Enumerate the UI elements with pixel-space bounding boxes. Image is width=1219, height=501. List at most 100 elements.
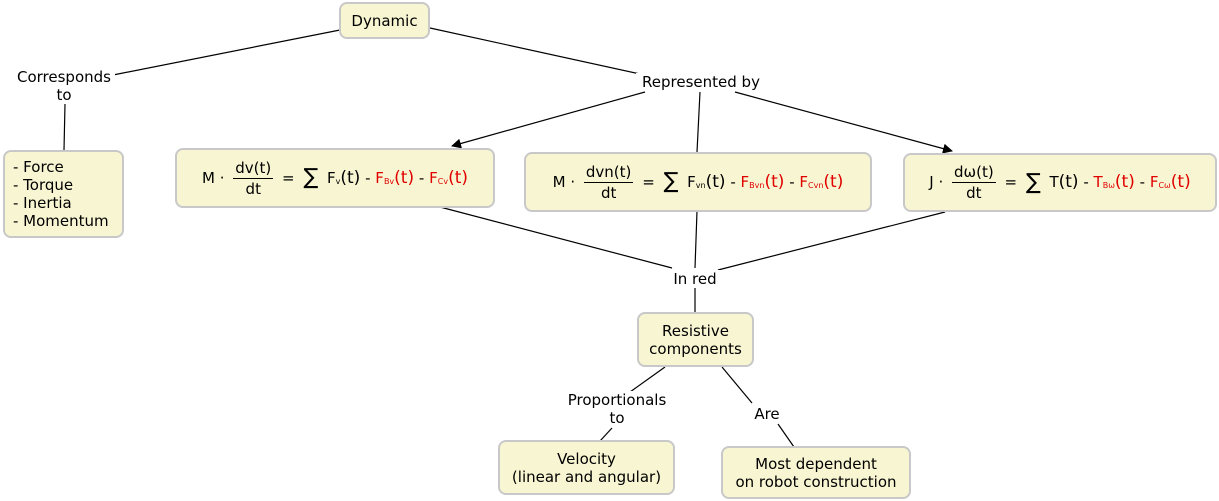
node-velocity-line2: (linear and angular) bbox=[511, 467, 662, 486]
node-resistive-components[interactable]: Resistive components bbox=[637, 312, 754, 367]
node-equation-vn[interactable]: M · dvn(t) dt = ∑ Fvn(t) - FBvn(t) - FCv… bbox=[524, 152, 872, 212]
node-most-dependent[interactable]: Most dependent on robot construction bbox=[721, 446, 911, 499]
edge-resistive-proportionals bbox=[629, 366, 666, 393]
eq1-force: F bbox=[327, 168, 336, 187]
eq3-torque: T bbox=[1049, 173, 1059, 191]
eq1-r2-arg: (t) bbox=[448, 167, 468, 188]
list-item-momentum: - Momentum bbox=[13, 212, 109, 230]
eq1-equals: = bbox=[282, 168, 295, 187]
equation-linear: M · dv(t) dt = ∑ Fv(t) - FBv(t) - FCv(t) bbox=[202, 158, 468, 199]
eq2-r1: F bbox=[740, 172, 750, 191]
eq2-minus2: - bbox=[789, 172, 795, 191]
edge-eq2-inred bbox=[694, 210, 698, 269]
link-label-are: Are bbox=[750, 405, 784, 423]
eq1-lhs: M · bbox=[202, 168, 225, 187]
node-quantities-list[interactable]: - Force - Torque - Inertia - Momentum bbox=[3, 150, 124, 238]
eq2-lhs: M · bbox=[552, 172, 576, 191]
eq3-r2: F bbox=[1149, 173, 1159, 191]
eq3-equals: = bbox=[1004, 173, 1018, 191]
list-item-force: - Force bbox=[13, 158, 64, 176]
eq3-minus2: - bbox=[1139, 173, 1146, 191]
eq1-r2-sub: Cv bbox=[437, 176, 449, 186]
eq1-r2: F bbox=[429, 168, 438, 187]
eq2-equals: = bbox=[642, 172, 655, 191]
edge-represented-eq1 bbox=[451, 91, 646, 149]
node-resistive-line1: Resistive bbox=[662, 321, 729, 340]
edge-proportionals-velocity bbox=[599, 427, 613, 442]
node-velocity[interactable]: Velocity (linear and angular) bbox=[498, 440, 675, 495]
eq2-minus1: - bbox=[730, 172, 736, 191]
edge-dynamic-represented bbox=[429, 27, 641, 75]
eq2-numerator: dvn(t) bbox=[583, 162, 634, 183]
eq3-torque-arg: (t) bbox=[1058, 172, 1079, 192]
edge-dynamic-corresponds bbox=[112, 29, 341, 76]
eq1-resistive1: FBv(t) bbox=[375, 169, 414, 187]
eq3-numerator: dω(t) bbox=[952, 163, 996, 183]
list-item-inertia: - Inertia bbox=[13, 194, 72, 212]
eq2-resistive2: FCvn(t) bbox=[799, 173, 843, 191]
link-label-represented-by: Represented by bbox=[636, 73, 766, 91]
eq2-force: F bbox=[687, 172, 696, 191]
eq3-r2-arg: (t) bbox=[1170, 172, 1191, 192]
list-item-torque: - Torque bbox=[13, 176, 74, 194]
eq1-force-sub: v bbox=[335, 176, 341, 186]
edge-represented-eq2 bbox=[696, 91, 701, 153]
eq3-r1-arg: (t) bbox=[1114, 172, 1135, 192]
node-resistive-line2: components bbox=[649, 339, 742, 358]
eq3-denominator: dt bbox=[966, 184, 982, 202]
edge-eq3-inred bbox=[717, 211, 946, 271]
eq1-r1-arg: (t) bbox=[394, 167, 415, 188]
eq3-r1-sub: Bω bbox=[1102, 181, 1115, 190]
eq3-resistive1: TBω(t) bbox=[1094, 173, 1135, 191]
eq3-r2-sub: Cω bbox=[1158, 181, 1171, 190]
node-dependent-line2: on robot construction bbox=[735, 472, 897, 491]
node-velocity-line1: Velocity bbox=[557, 449, 616, 468]
node-dynamic-label: Dynamic bbox=[351, 11, 418, 30]
eq2-r2-arg: (t) bbox=[823, 171, 844, 192]
equation-angular: J · dω(t) dt = ∑ T(t) - TBω(t) - FCω(t) bbox=[929, 162, 1190, 203]
eq1-minus1: - bbox=[365, 168, 371, 187]
eq1-numerator: dv(t) bbox=[233, 158, 274, 179]
edge-are-dependent bbox=[777, 423, 795, 448]
node-dynamic[interactable]: Dynamic bbox=[339, 2, 430, 39]
node-equation-angular[interactable]: J · dω(t) dt = ∑ T(t) - TBω(t) - FCω(t) bbox=[903, 153, 1217, 212]
eq2-fraction: dvn(t) dt bbox=[583, 162, 634, 203]
eq2-sum-symbol: ∑ bbox=[663, 169, 679, 194]
link-label-proportionals-line1: Proportionals bbox=[567, 391, 667, 409]
eq2-r2-sub: Cvn bbox=[808, 180, 824, 190]
eq2-r1-arg: (t) bbox=[764, 171, 785, 192]
link-label-corresponds: Corresponds to bbox=[13, 68, 115, 104]
eq1-fraction: dv(t) dt bbox=[233, 158, 274, 199]
eq2-force-arg: (t) bbox=[705, 171, 726, 192]
eq1-resistive2: FCv(t) bbox=[429, 169, 468, 187]
eq2-r1-sub: Bvn bbox=[749, 180, 765, 190]
node-dependent-line1: Most dependent bbox=[755, 454, 877, 473]
node-equation-linear[interactable]: M · dv(t) dt = ∑ Fv(t) - FBv(t) - FCv(t) bbox=[175, 148, 495, 208]
edge-eq1-inred bbox=[439, 206, 673, 269]
eq2-resistive1: FBvn(t) bbox=[741, 173, 785, 191]
link-label-in-red: In red bbox=[668, 270, 722, 288]
eq3-sum-symbol: ∑ bbox=[1025, 169, 1041, 195]
eq1-denominator: dt bbox=[245, 179, 261, 198]
edge-corresponds-list bbox=[63, 103, 66, 151]
eq1-r1: F bbox=[375, 168, 384, 187]
eq1-r1-sub: Bv bbox=[383, 176, 395, 186]
edge-resistive-are bbox=[721, 366, 753, 404]
eq1-minus2: - bbox=[418, 168, 425, 187]
eq2-r2: F bbox=[799, 172, 809, 191]
eq3-fraction: dω(t) dt bbox=[952, 162, 996, 203]
eq3-minus1: - bbox=[1083, 173, 1089, 191]
link-label-proportionals-line2: to bbox=[609, 409, 625, 427]
eq3-lhs: J · bbox=[929, 173, 944, 191]
eq2-denominator: dt bbox=[600, 183, 617, 202]
eq2-force-sub: vn bbox=[695, 180, 706, 190]
link-label-corresponds-line1: Corresponds bbox=[17, 68, 111, 86]
edge-represented-eq3 bbox=[734, 91, 953, 154]
link-label-proportionals: Proportionals to bbox=[560, 391, 674, 427]
link-label-corresponds-line2: to bbox=[56, 86, 72, 104]
eq3-r1: T bbox=[1093, 173, 1103, 191]
eq1-force-arg: (t) bbox=[340, 167, 361, 188]
equation-vn: M · dvn(t) dt = ∑ Fvn(t) - FBvn(t) - FCv… bbox=[553, 162, 844, 203]
eq1-sum-symbol: ∑ bbox=[303, 165, 319, 190]
